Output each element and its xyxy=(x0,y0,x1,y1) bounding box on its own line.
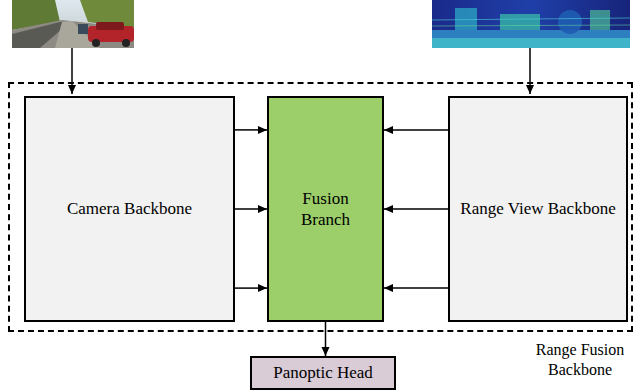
input-arrow xyxy=(529,48,531,94)
group-label: Range Fusion Backbone xyxy=(515,340,641,380)
box-label: Range View Backbone xyxy=(452,198,623,219)
head-box: Panoptic Head xyxy=(250,356,396,390)
arrow-connector xyxy=(384,287,448,289)
group-region: Range Fusion BackboneCamera BackboneFusi… xyxy=(8,82,633,332)
arrow-connector xyxy=(235,129,267,131)
range-image xyxy=(432,0,630,48)
arrow-connector xyxy=(384,208,448,210)
arrow-connector xyxy=(235,208,267,210)
box-label: Camera Backbone xyxy=(59,198,200,219)
arrow-connector xyxy=(235,287,267,289)
backbone-box: Range View Backbone xyxy=(448,96,628,322)
camera-image xyxy=(12,0,134,48)
fusion-box: Fusion Branch xyxy=(267,96,384,322)
backbone-box: Camera Backbone xyxy=(24,96,235,322)
arrow-connector xyxy=(384,129,448,131)
box-label: Fusion Branch xyxy=(269,188,382,231)
box-label: Panoptic Head xyxy=(265,362,381,383)
input-arrow xyxy=(71,48,73,94)
arrow-connector xyxy=(325,322,327,356)
